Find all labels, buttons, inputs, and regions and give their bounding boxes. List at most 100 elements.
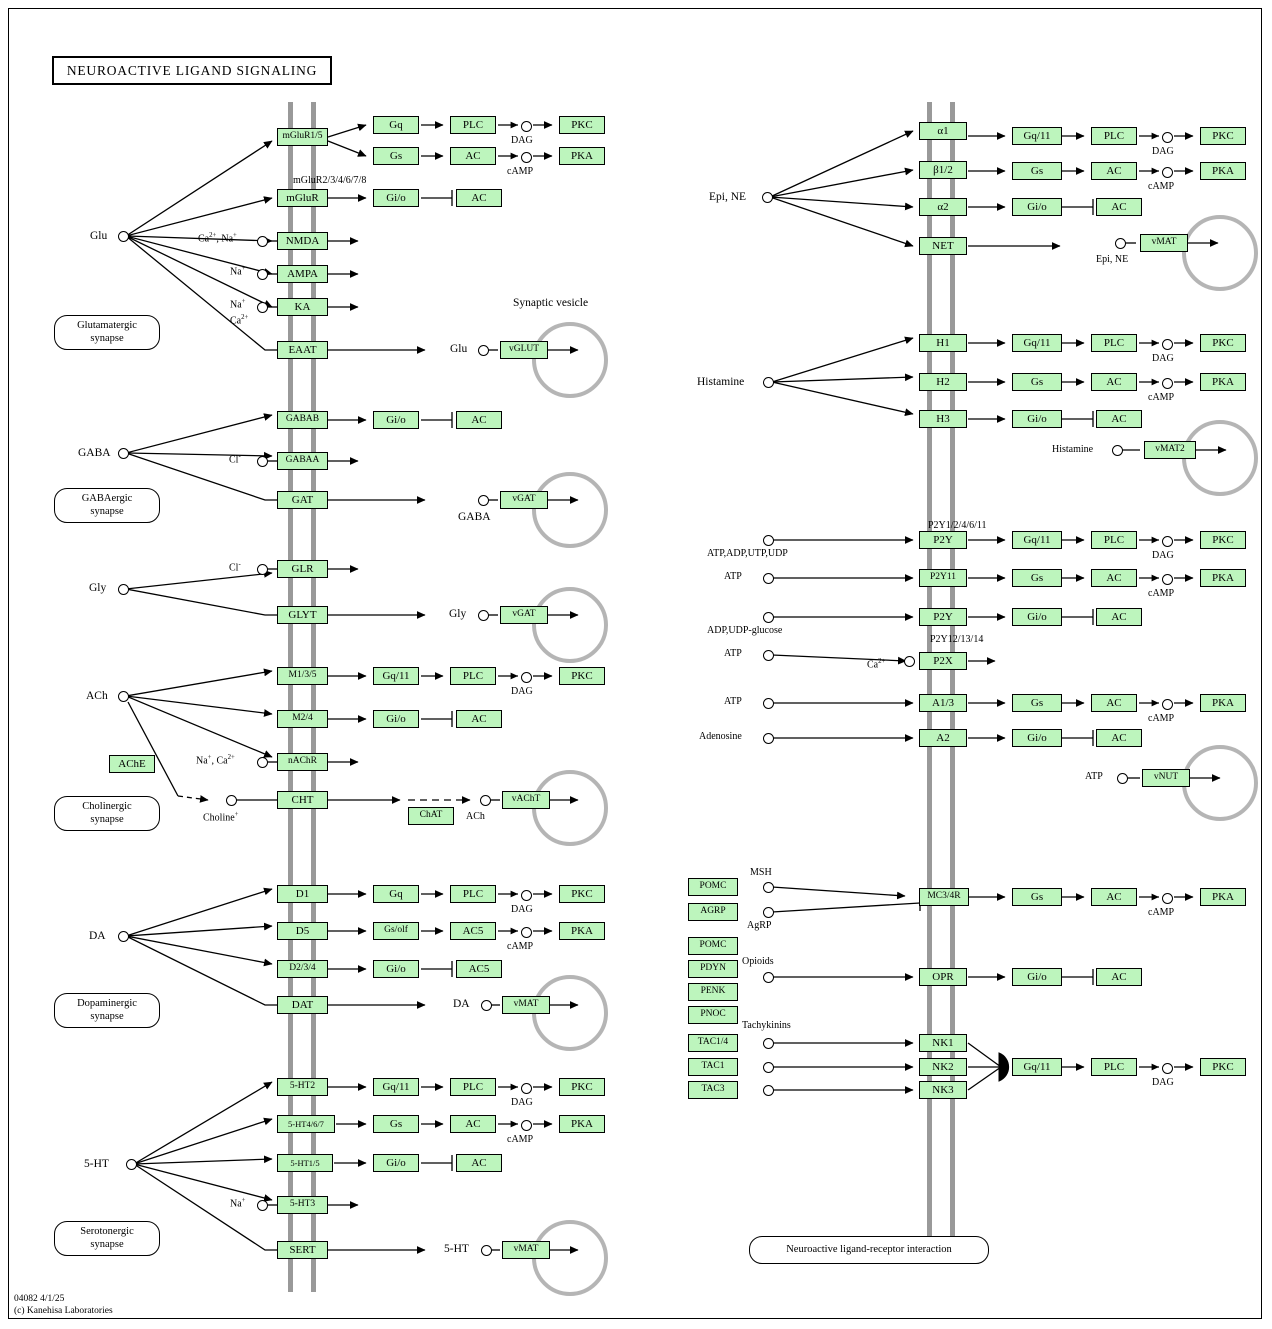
signal-ac-inhibited-adenosine[interactable]: AC [1096, 729, 1142, 747]
precursor-pomc-melanocortin[interactable]: POMC [688, 878, 738, 896]
compound-node-tachykinin-nk3[interactable] [763, 1085, 774, 1096]
receptor-nk3[interactable]: NK3 [919, 1081, 967, 1099]
maplink-neuroactive-ligand-receptor[interactable]: Neuroactive ligand-receptor interaction [749, 1236, 989, 1264]
receptor-5ht2[interactable]: 5-HT2 [277, 1078, 328, 1096]
signal-pka-melanocortin[interactable]: PKA [1200, 888, 1246, 906]
receptor-nk1[interactable]: NK1 [919, 1034, 967, 1052]
signal-ac-inhibited-opioid[interactable]: AC [1096, 968, 1142, 986]
compound-node-tachykinin-nk2[interactable] [763, 1062, 774, 1073]
compound-node-camp-glutamate[interactable] [521, 152, 532, 163]
compound-node-glycine-vesicle[interactable] [478, 610, 489, 621]
compound-node-glutamate-vesicle[interactable] [478, 345, 489, 356]
signal-plc-acetylcholine[interactable]: PLC [450, 667, 496, 685]
signal-gio-glutamate[interactable]: Gi/o [373, 189, 419, 207]
compound-node-chloride-glr[interactable] [257, 564, 268, 575]
signal-ac5-dopamine[interactable]: AC5 [450, 922, 496, 940]
signal-gio-dopamine[interactable]: Gi/o [373, 960, 419, 978]
signal-ac-inhibited-histamine[interactable]: AC [1096, 410, 1142, 428]
signal-gs-purinergic[interactable]: Gs [1012, 569, 1062, 587]
receptor-h3[interactable]: H3 [919, 410, 967, 428]
precursor-pnoc[interactable]: PNOC [688, 1006, 738, 1024]
signal-pkc-tachykinin[interactable]: PKC [1200, 1058, 1246, 1076]
signal-pkc-serotonin[interactable]: PKC [559, 1078, 605, 1096]
receptor-a1-3[interactable]: A1/3 [919, 694, 967, 712]
compound-node-atp-vesicle[interactable] [1117, 773, 1128, 784]
compound-node-camp-adenosine[interactable] [1162, 699, 1173, 710]
compound-node-serotonin[interactable] [126, 1159, 137, 1170]
signal-plc-tachykinin[interactable]: PLC [1091, 1058, 1137, 1076]
receptor-alpha1[interactable]: α1 [919, 122, 967, 140]
receptor-p2y-12-13-14[interactable]: P2Y [919, 608, 967, 626]
receptor-p2y11[interactable]: P2Y11 [919, 569, 967, 587]
signal-ac-adenosine[interactable]: AC [1091, 694, 1137, 712]
signal-ac-glutamate[interactable]: AC [450, 147, 496, 165]
signal-pka-adrenergic[interactable]: PKA [1200, 162, 1246, 180]
receptor-mglur1-5[interactable]: mGluR1/5 [277, 128, 328, 146]
transporter-vgat-glycine[interactable]: vGAT [500, 606, 548, 624]
signal-gq11-serotonin[interactable]: Gq/11 [373, 1078, 419, 1096]
transporter-net[interactable]: NET [919, 237, 967, 255]
signal-ac-inhibited-glutamate[interactable]: AC [456, 189, 502, 207]
compound-node-agrp[interactable] [763, 907, 774, 918]
precursor-tac1-4[interactable]: TAC1/4 [688, 1034, 738, 1052]
compound-node-calcium-p2x[interactable] [904, 656, 915, 667]
signal-gq11-acetylcholine[interactable]: Gq/11 [373, 667, 419, 685]
compound-node-dag-serotonin[interactable] [521, 1083, 532, 1094]
signal-gs-adrenergic[interactable]: Gs [1012, 162, 1062, 180]
precursor-pdyn[interactable]: PDYN [688, 960, 738, 978]
compound-node-dag-purinergic[interactable] [1162, 536, 1173, 547]
signal-ac-adrenergic[interactable]: AC [1091, 162, 1137, 180]
signal-gio-acetylcholine[interactable]: Gi/o [373, 710, 419, 728]
signal-pkc-dopamine[interactable]: PKC [559, 885, 605, 903]
signal-plc-histamine[interactable]: PLC [1091, 334, 1137, 352]
compound-node-choline[interactable] [226, 795, 237, 806]
receptor-m2-4[interactable]: M2/4 [277, 710, 328, 728]
signal-ac-inhibited-adrenergic[interactable]: AC [1096, 198, 1142, 216]
receptor-d1[interactable]: D1 [277, 885, 328, 903]
signal-pka-adenosine[interactable]: PKA [1200, 694, 1246, 712]
signal-gio-adenosine[interactable]: Gi/o [1012, 729, 1062, 747]
compound-node-atp-adenosine-row[interactable] [763, 698, 774, 709]
signal-ac-histamine[interactable]: AC [1091, 373, 1137, 391]
signal-gio-adrenergic[interactable]: Gi/o [1012, 198, 1062, 216]
compound-node-atp-adp-utp-udp[interactable] [763, 535, 774, 546]
compound-node-adp-udp-glucose[interactable] [763, 612, 774, 623]
compound-node-epinephrine[interactable] [762, 192, 773, 203]
receptor-h2[interactable]: H2 [919, 373, 967, 391]
compound-node-camp-dopamine[interactable] [521, 927, 532, 938]
compound-node-glycine[interactable] [118, 584, 129, 595]
receptor-5ht3[interactable]: 5-HT3 [277, 1196, 328, 1214]
signal-ac-inhibited-purinergic[interactable]: AC [1096, 608, 1142, 626]
precursor-pomc-opioid[interactable]: POMC [688, 937, 738, 955]
transporter-sert[interactable]: SERT [277, 1241, 328, 1259]
signal-gio-gaba[interactable]: Gi/o [373, 411, 419, 429]
compound-node-ka-ions[interactable] [257, 302, 268, 313]
transporter-eaat[interactable]: EAAT [277, 341, 328, 359]
transporter-glyt[interactable]: GLYT [277, 606, 328, 624]
signal-pkc-histamine[interactable]: PKC [1200, 334, 1246, 352]
compound-node-adenosine[interactable] [763, 733, 774, 744]
receptor-beta1-2[interactable]: β1/2 [919, 161, 967, 179]
receptor-mglur[interactable]: mGluR [277, 189, 328, 207]
transporter-cht[interactable]: CHT [277, 791, 328, 809]
signal-gio-purinergic[interactable]: Gi/o [1012, 608, 1062, 626]
signal-gs-serotonin[interactable]: Gs [373, 1115, 419, 1133]
signal-gio-opioid[interactable]: Gi/o [1012, 968, 1062, 986]
signal-pkc-glutamate[interactable]: PKC [559, 116, 605, 134]
receptor-nachr[interactable]: nAChR [277, 753, 328, 771]
signal-gq11-adrenergic[interactable]: Gq/11 [1012, 127, 1062, 145]
compound-node-acetylcholine-product[interactable] [480, 795, 491, 806]
signal-plc-purinergic[interactable]: PLC [1091, 531, 1137, 549]
compound-node-dag-tachykinin[interactable] [1162, 1063, 1173, 1074]
signal-gs-glutamate[interactable]: Gs [373, 147, 419, 165]
transporter-vnut[interactable]: vNUT [1142, 769, 1190, 787]
receptor-nmda[interactable]: NMDA [277, 232, 328, 250]
compound-node-gaba[interactable] [118, 448, 129, 459]
compound-node-atp-p2y11[interactable] [763, 573, 774, 584]
compound-node-chloride-gabaa[interactable] [257, 456, 268, 467]
signal-ac-serotonin[interactable]: AC [450, 1115, 496, 1133]
receptor-5ht4-6-7[interactable]: 5-HT4/6/7 [277, 1115, 335, 1133]
compound-node-camp-histamine[interactable] [1162, 378, 1173, 389]
compound-node-dopamine[interactable] [118, 931, 129, 942]
